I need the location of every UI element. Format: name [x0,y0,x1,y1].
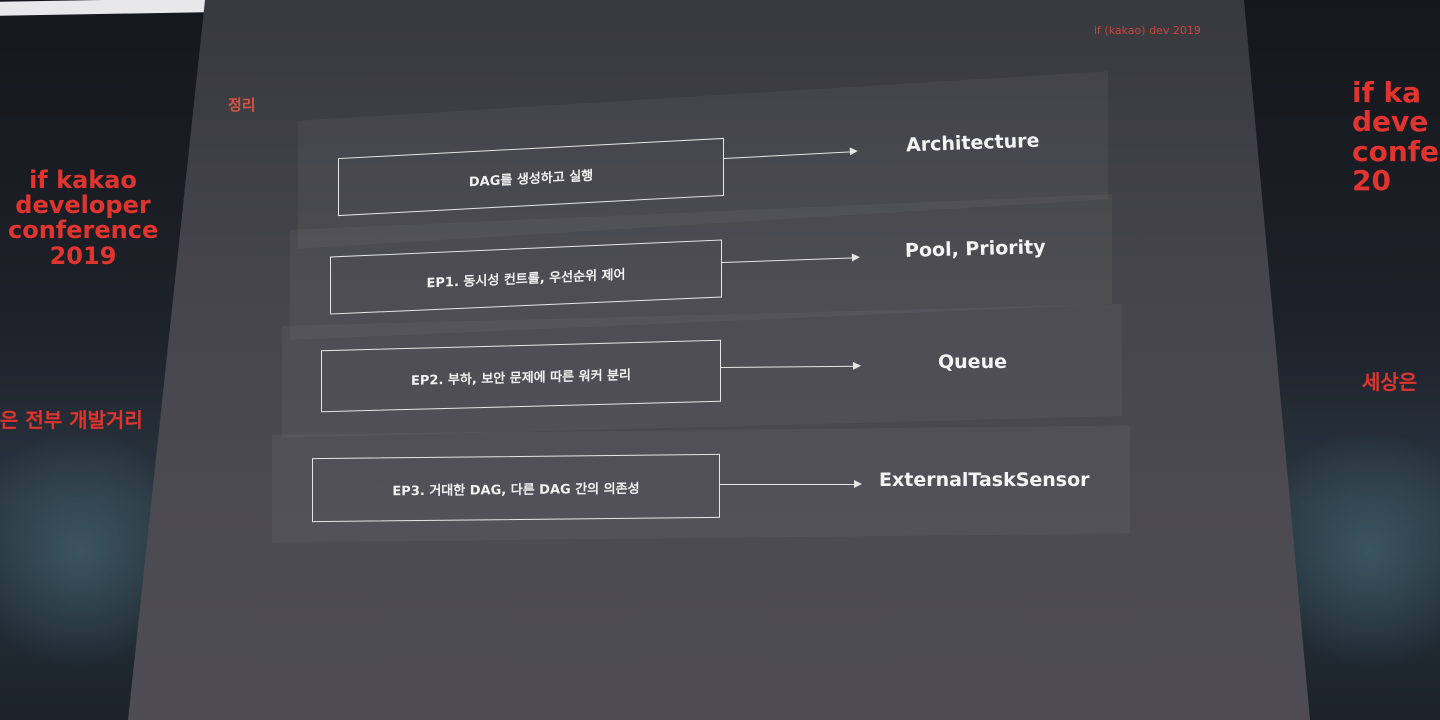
conference-mark: if (kakao) dev 2019 [1094,24,1201,37]
step-box: EP2. 부하, 보안 문제에 따른 워커 분리 [321,339,721,413]
right-banner-slogan: 세상은 [1362,370,1418,394]
left-banner-title: if kakao developer conference 2019 [8,166,159,270]
result-label: Queue [938,351,1007,373]
left-banner-slogan: 은 전부 개발거리 [0,408,143,432]
result-label: Pool, Priority [904,236,1046,262]
right-banner-title: if ka deve confe 20 [1352,76,1439,198]
arrow [720,480,862,488]
slide-title: 정리 [228,96,256,114]
result-label: ExternalTaskSensor [879,469,1090,491]
step-box: EP3. 거대한 DAG, 다른 DAG 간의 의존성 [312,453,720,523]
result-label: Architecture [905,129,1040,157]
